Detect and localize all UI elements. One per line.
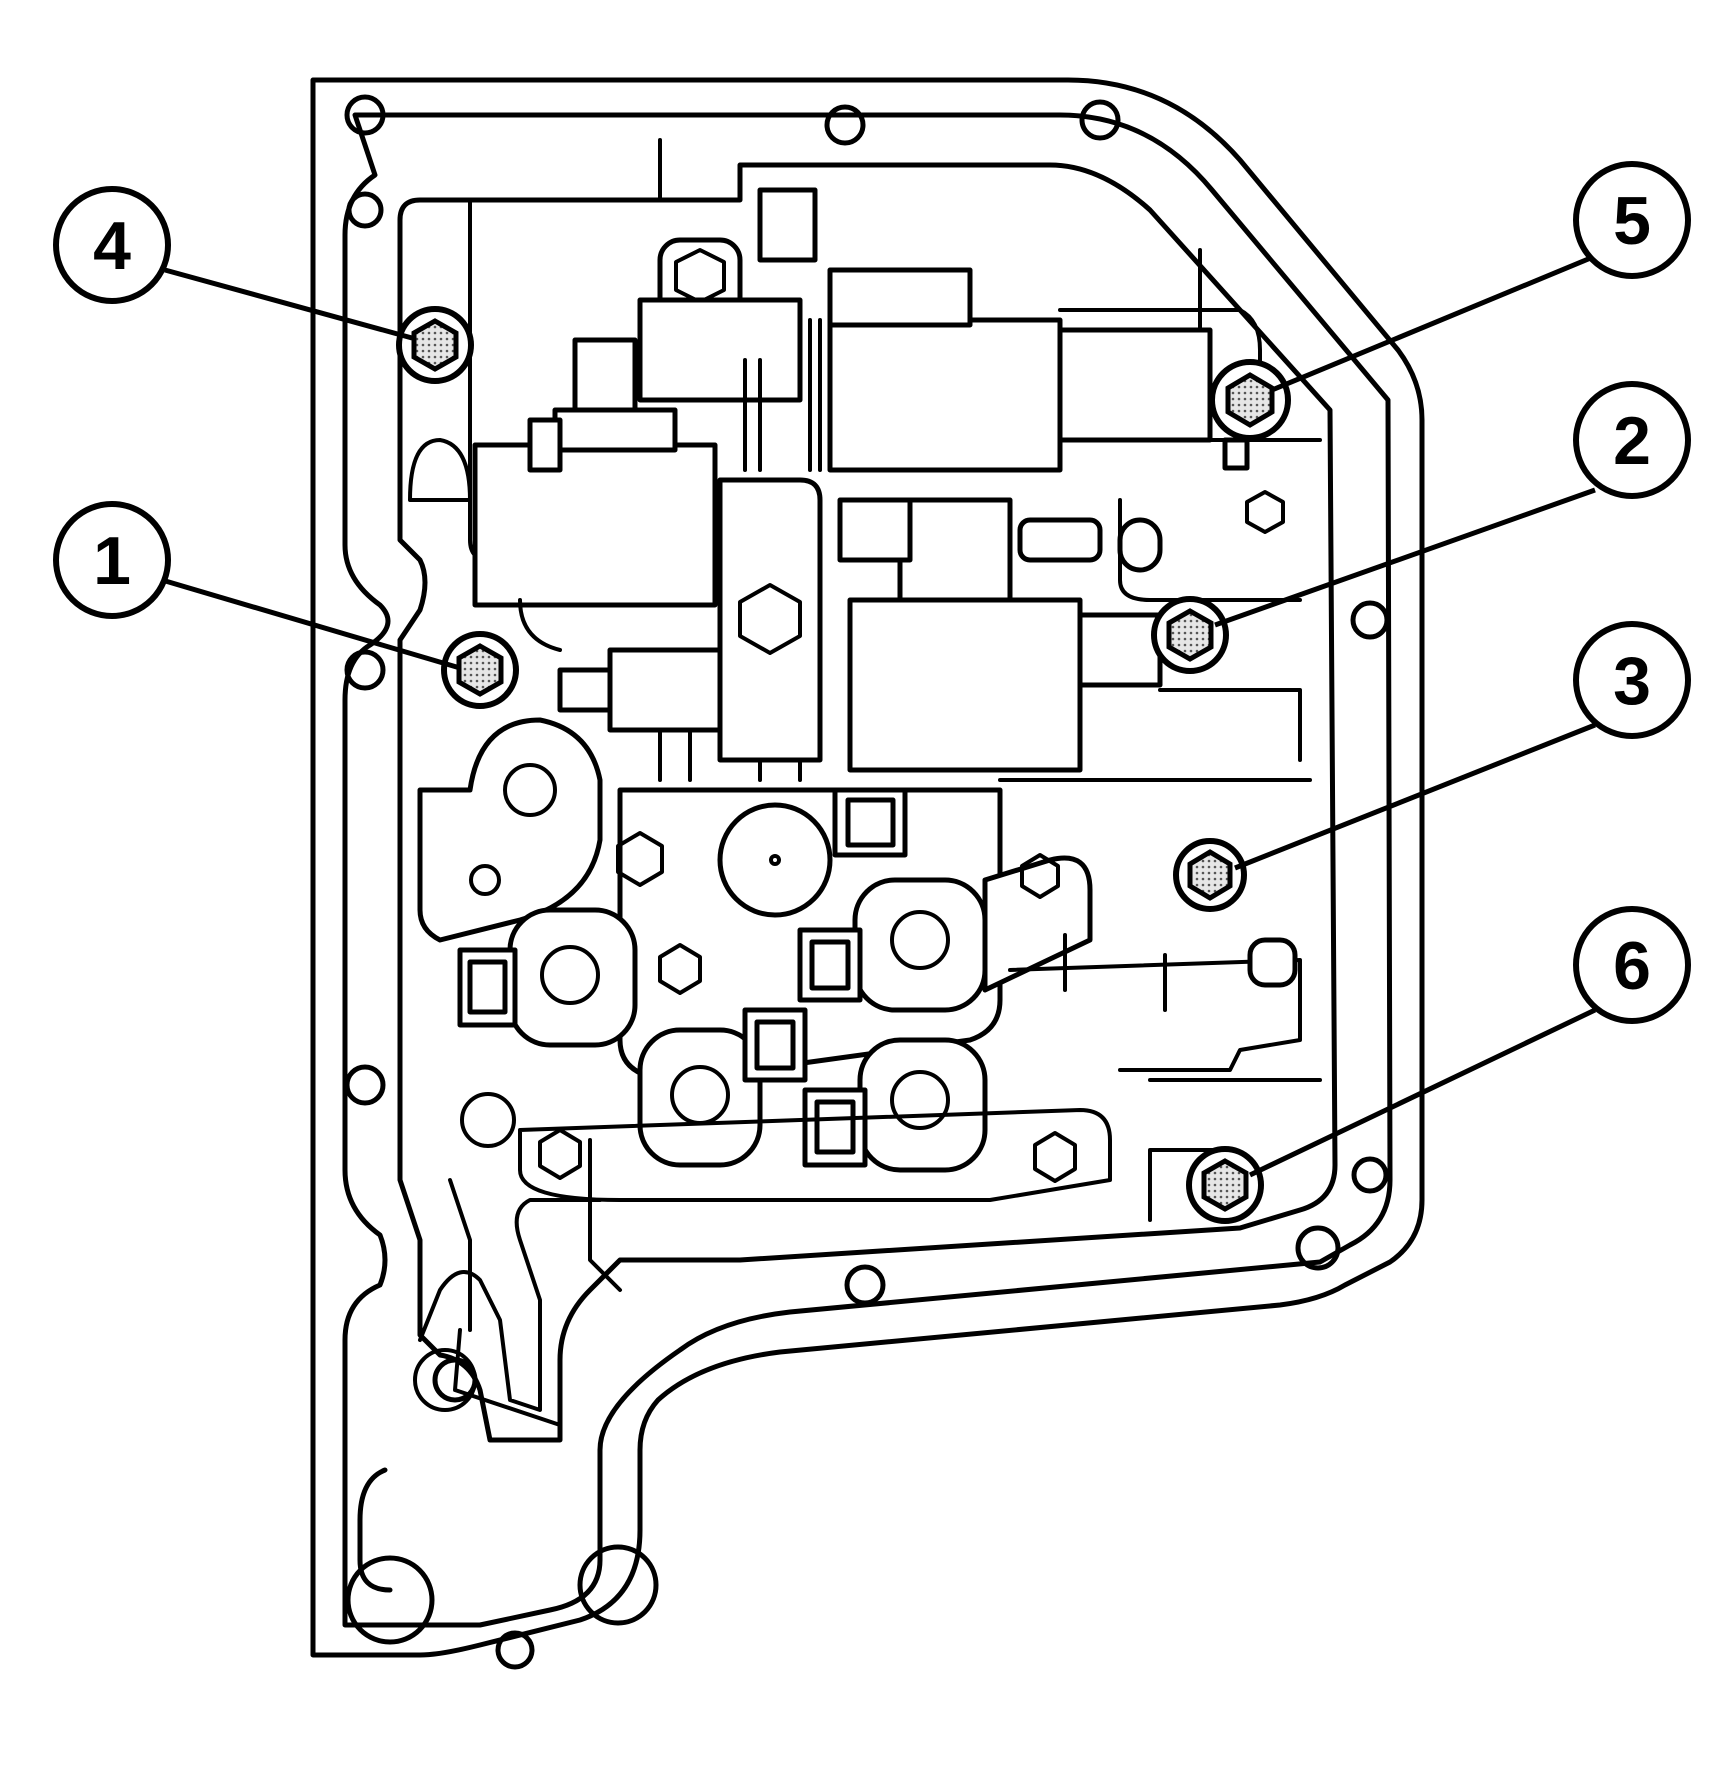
callout-1-label: 1: [93, 523, 131, 599]
callout-2: 2: [1573, 381, 1691, 499]
callout-1: 1: [53, 501, 171, 619]
bolt-2: [1151, 596, 1229, 674]
bolt-6: [1186, 1146, 1264, 1224]
callout-5-label: 5: [1613, 183, 1651, 259]
callout-2-label: 2: [1613, 403, 1651, 479]
callout-4-label: 4: [93, 208, 131, 284]
callout-5: 5: [1573, 161, 1691, 279]
bolt-5: [1209, 359, 1291, 441]
callout-4: 4: [53, 186, 171, 304]
leader-lines: [161, 252, 1599, 1178]
callout-6: 6: [1573, 906, 1691, 1024]
bolt-1: [441, 631, 519, 709]
upper-solenoids: [472, 187, 1302, 782]
callout-3: 3: [1573, 621, 1691, 739]
lower-solenoids: [417, 717, 1302, 1202]
bolt-3: [1173, 838, 1247, 912]
callout-3-label: 3: [1613, 643, 1651, 719]
bolt-4: [396, 306, 474, 384]
gasket-outline: [310, 77, 1425, 1670]
callout-6-label: 6: [1613, 928, 1651, 1004]
